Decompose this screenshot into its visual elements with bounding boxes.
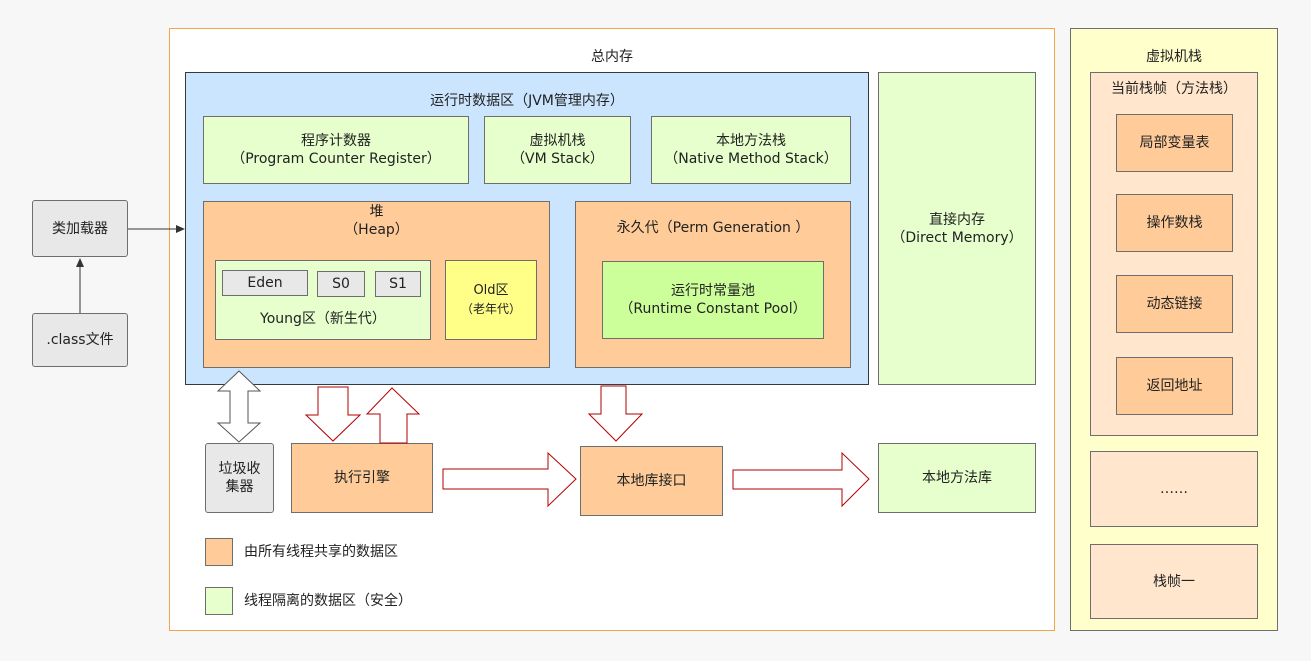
stack-frame-one: 栈帧一 xyxy=(1090,544,1258,619)
old-generation-line2: （老年代） xyxy=(460,302,521,316)
garbage-collector-line2: 集器 xyxy=(225,479,254,495)
class-loader: 类加载器 xyxy=(32,200,128,257)
execution-engine-label: 执行引擎 xyxy=(334,470,390,486)
eden-space: Eden xyxy=(222,270,308,296)
stack-frame-ellipsis: …… xyxy=(1090,451,1258,527)
vm-stack: 虚拟机栈 （VM Stack） xyxy=(484,116,631,184)
garbage-collector-line1: 垃圾收 xyxy=(218,461,261,477)
execution-engine: 执行引擎 xyxy=(291,443,433,513)
native-method-library-label: 本地方法库 xyxy=(922,470,992,486)
program-counter-register: 程序计数器 （Program Counter Register） xyxy=(203,116,469,184)
garbage-collector: 垃圾收 集器 xyxy=(205,443,274,513)
return-address-label: 返回地址 xyxy=(1146,378,1203,394)
stack-frame-one-label: 栈帧一 xyxy=(1153,573,1195,590)
vm-stack-line1: 虚拟机栈 xyxy=(529,133,586,149)
survivor-s1: S1 xyxy=(375,271,421,297)
old-generation: Old区 （老年代） xyxy=(445,260,537,340)
direct-memory-line1: 直接内存 xyxy=(929,211,985,228)
heap-to-engine-arrow xyxy=(304,386,362,442)
program-counter-line2: （Program Counter Register） xyxy=(231,151,441,167)
legend-label-isolated: 线程隔离的数据区（安全） xyxy=(244,593,412,609)
local-variable-table: 局部变量表 xyxy=(1116,114,1233,172)
legend-swatch-shared xyxy=(205,538,233,566)
s1-label: S1 xyxy=(389,276,407,292)
runtime-constant-pool-line1: 运行时常量池 xyxy=(671,283,755,299)
runtime-constant-pool-line2: （Runtime Constant Pool） xyxy=(619,301,807,317)
perm-generation-title: 永久代（Perm Generation ） xyxy=(616,220,810,236)
survivor-s0: S0 xyxy=(317,271,365,297)
young-generation-label: Young区（新生代） xyxy=(260,311,386,327)
operand-stack: 操作数栈 xyxy=(1116,194,1233,252)
legend-label-shared: 由所有线程共享的数据区 xyxy=(244,544,398,560)
old-generation-line1: Old区 xyxy=(473,283,509,298)
class-file-label: .class文件 xyxy=(46,332,114,348)
vm-stack-panel-title: 虚拟机栈 xyxy=(1146,49,1202,65)
engine-to-interface-arrow xyxy=(442,451,577,508)
native-library-interface: 本地库接口 xyxy=(580,446,723,516)
class-loader-label: 类加载器 xyxy=(52,220,108,237)
total-memory-title: 总内存 xyxy=(591,49,633,65)
current-stack-frame-title: 当前栈帧（方法栈） xyxy=(1111,81,1237,97)
native-method-stack-line1: 本地方法栈 xyxy=(716,133,786,149)
interface-to-library-arrow xyxy=(732,451,870,508)
native-method-library: 本地方法库 xyxy=(878,443,1036,513)
class-file: .class文件 xyxy=(32,313,128,367)
dynamic-linking: 动态链接 xyxy=(1116,275,1233,333)
engine-to-heap-arrow xyxy=(365,387,421,444)
native-method-stack: 本地方法栈 （Native Method Stack） xyxy=(651,116,851,184)
dynamic-linking-label: 动态链接 xyxy=(1146,296,1203,312)
perm-to-interface-arrow xyxy=(587,385,644,442)
stack-frame-ellipsis-label: …… xyxy=(1160,481,1188,497)
gc-double-arrow xyxy=(216,370,262,443)
native-library-interface-label: 本地库接口 xyxy=(616,473,687,489)
native-method-stack-line2: （Native Method Stack） xyxy=(664,151,838,167)
eden-label: Eden xyxy=(247,275,283,291)
legend-swatch-isolated xyxy=(205,587,233,615)
vm-stack-line2: （VM Stack） xyxy=(511,151,604,167)
runtime-constant-pool: 运行时常量池 （Runtime Constant Pool） xyxy=(602,261,824,339)
direct-memory-line2: （Direct Memory） xyxy=(891,229,1023,246)
runtime-data-area-title: 运行时数据区（JVM管理内存） xyxy=(430,93,624,109)
heap-line1: 堆 xyxy=(369,204,384,220)
program-counter-line1: 程序计数器 xyxy=(301,133,371,149)
operand-stack-label: 操作数栈 xyxy=(1146,215,1203,231)
heap-line2: （Heap） xyxy=(344,222,409,238)
direct-memory: 直接内存 （Direct Memory） xyxy=(878,72,1036,385)
local-variable-table-label: 局部变量表 xyxy=(1139,135,1210,151)
s0-label: S0 xyxy=(332,276,350,292)
return-address: 返回地址 xyxy=(1116,357,1233,415)
